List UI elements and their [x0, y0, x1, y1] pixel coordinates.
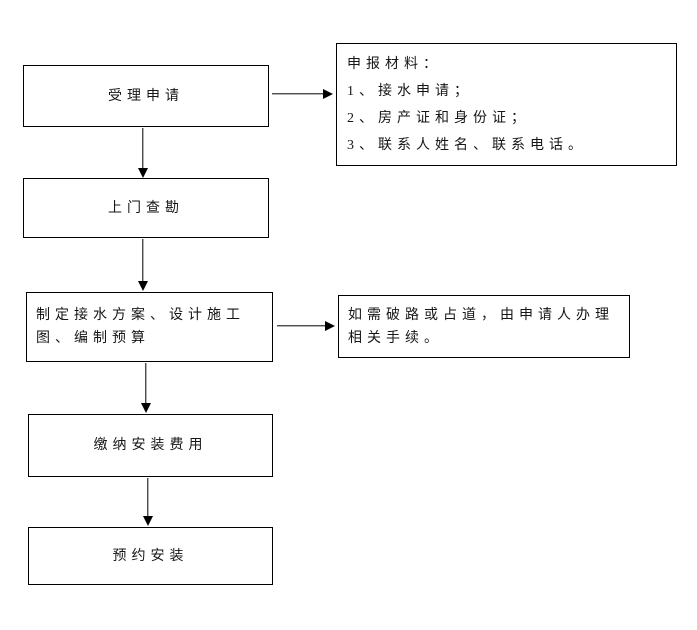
- note-application-materials: 申报材料： 1、接水申请； 2、房产证和身份证； 3、联系人姓名、联系电话。: [336, 43, 677, 166]
- arrow-line: [277, 325, 326, 327]
- step-pay-installation-fee-label: 缴纳安装费用: [93, 438, 208, 453]
- arrow-head-right-icon: [323, 89, 333, 99]
- note-road-permit: 如需破路或占道，由申请人办理相关手续。: [338, 295, 630, 358]
- arrow-head-down-icon: [138, 168, 148, 178]
- step-schedule-installation-label: 预约安装: [112, 548, 189, 564]
- note-materials-item-1: 1、接水申请；: [347, 84, 473, 99]
- step-design-plan-budget: 制定接水方案、设计施工图、编制预算: [26, 292, 273, 362]
- step-accept-application: 受理申请: [23, 65, 269, 127]
- arrow-head-down-icon: [143, 516, 153, 526]
- step-design-plan-budget-label: 制定接水方案、设计施工图、编制预算: [36, 308, 245, 346]
- arrow-head-right-icon: [325, 321, 335, 331]
- arrow-right-step1-materials: [272, 88, 333, 100]
- arrow-down-step4-step5: [142, 478, 154, 526]
- step-schedule-installation: 预约安装: [28, 527, 273, 585]
- arrow-down-step1-step2: [137, 128, 149, 178]
- step-site-survey: 上门查勘: [23, 178, 269, 238]
- step-site-survey-label: 上门查勘: [108, 200, 184, 216]
- arrow-line: [142, 128, 144, 169]
- note-materials-item-3: 3、联系人姓名、联系电话。: [347, 138, 587, 153]
- arrow-line: [142, 239, 144, 282]
- note-road-permit-text: 如需破路或占道，由申请人办理相关手续。: [348, 307, 614, 346]
- step-pay-installation-fee: 缴纳安装费用: [28, 414, 273, 477]
- arrow-line: [272, 93, 324, 95]
- step-accept-application-label: 受理申请: [108, 88, 184, 104]
- arrow-down-step2-step3: [137, 239, 149, 291]
- arrow-down-step3-step4: [140, 363, 152, 413]
- arrow-right-step3-permit: [277, 320, 335, 332]
- note-application-materials-list: 申报材料： 1、接水申请； 2、房产证和身份证； 3、联系人姓名、联系电话。: [337, 44, 676, 159]
- arrow-head-down-icon: [138, 281, 148, 291]
- arrow-line: [147, 478, 149, 517]
- arrow-head-down-icon: [141, 403, 151, 413]
- arrow-line: [145, 363, 147, 404]
- note-materials-title: 申报材料：: [347, 57, 442, 72]
- note-materials-item-2: 2、房产证和身份证；: [347, 111, 530, 126]
